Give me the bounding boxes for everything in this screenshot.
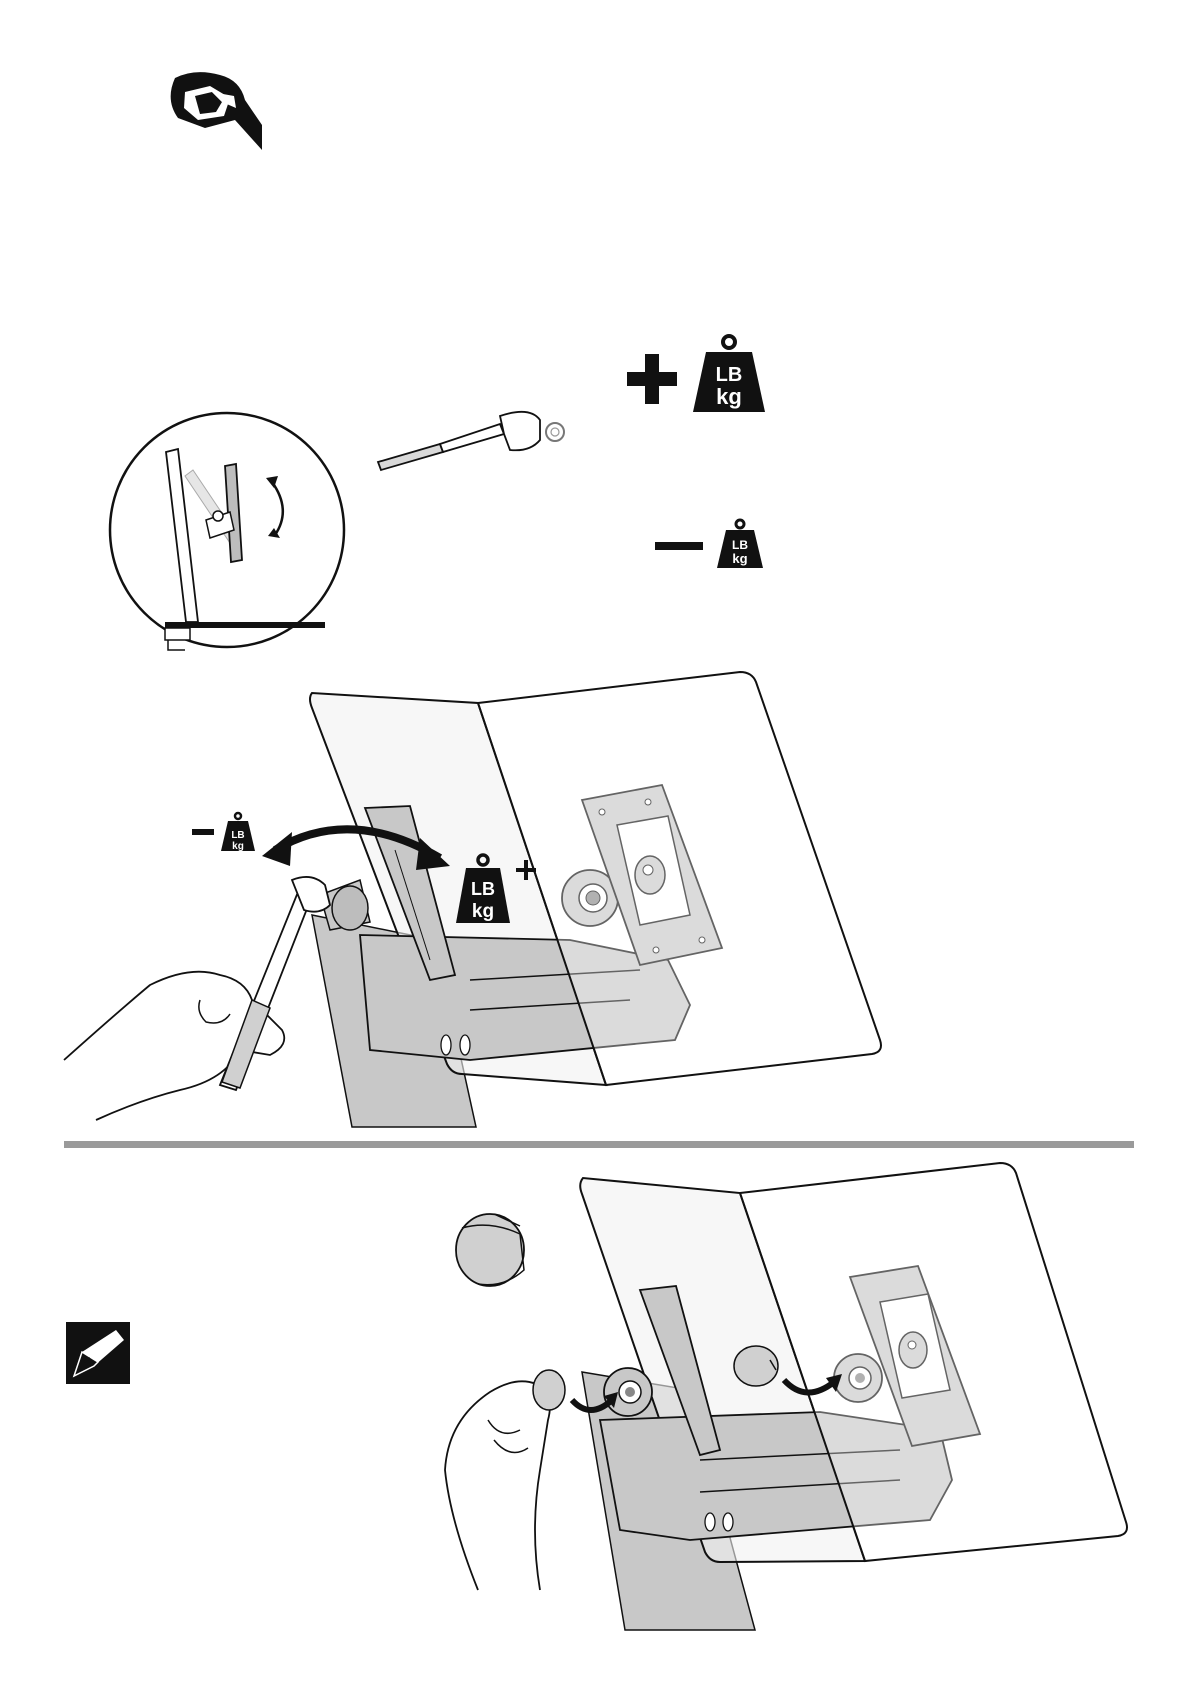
adjust-tool-icon bbox=[171, 72, 262, 150]
weight-arrow-line2: kg bbox=[472, 901, 494, 922]
weight-medium-line1: LB bbox=[732, 538, 748, 552]
weight-big-line1: LB bbox=[716, 364, 743, 386]
weight-medium-line2: kg bbox=[732, 551, 747, 566]
caps-install-figure bbox=[445, 1163, 1127, 1630]
weight-plus-big-icon: LB kg bbox=[627, 336, 765, 412]
weight-small-line2: kg bbox=[232, 841, 244, 852]
weight-big-line2: kg bbox=[716, 384, 742, 409]
cover-cap-icon bbox=[456, 1214, 524, 1286]
ratchet-wrench-icon bbox=[378, 412, 564, 470]
weight-minus-small-icon: LB kg bbox=[192, 813, 255, 852]
weight-minus-medium-icon: LB kg bbox=[655, 520, 763, 568]
pencil-note-icon bbox=[66, 1322, 130, 1384]
weight-arrow-line1: LB bbox=[471, 879, 495, 899]
section-divider bbox=[64, 1141, 1134, 1148]
tilt-inset bbox=[110, 413, 344, 650]
weight-small-line1: LB bbox=[231, 830, 244, 841]
